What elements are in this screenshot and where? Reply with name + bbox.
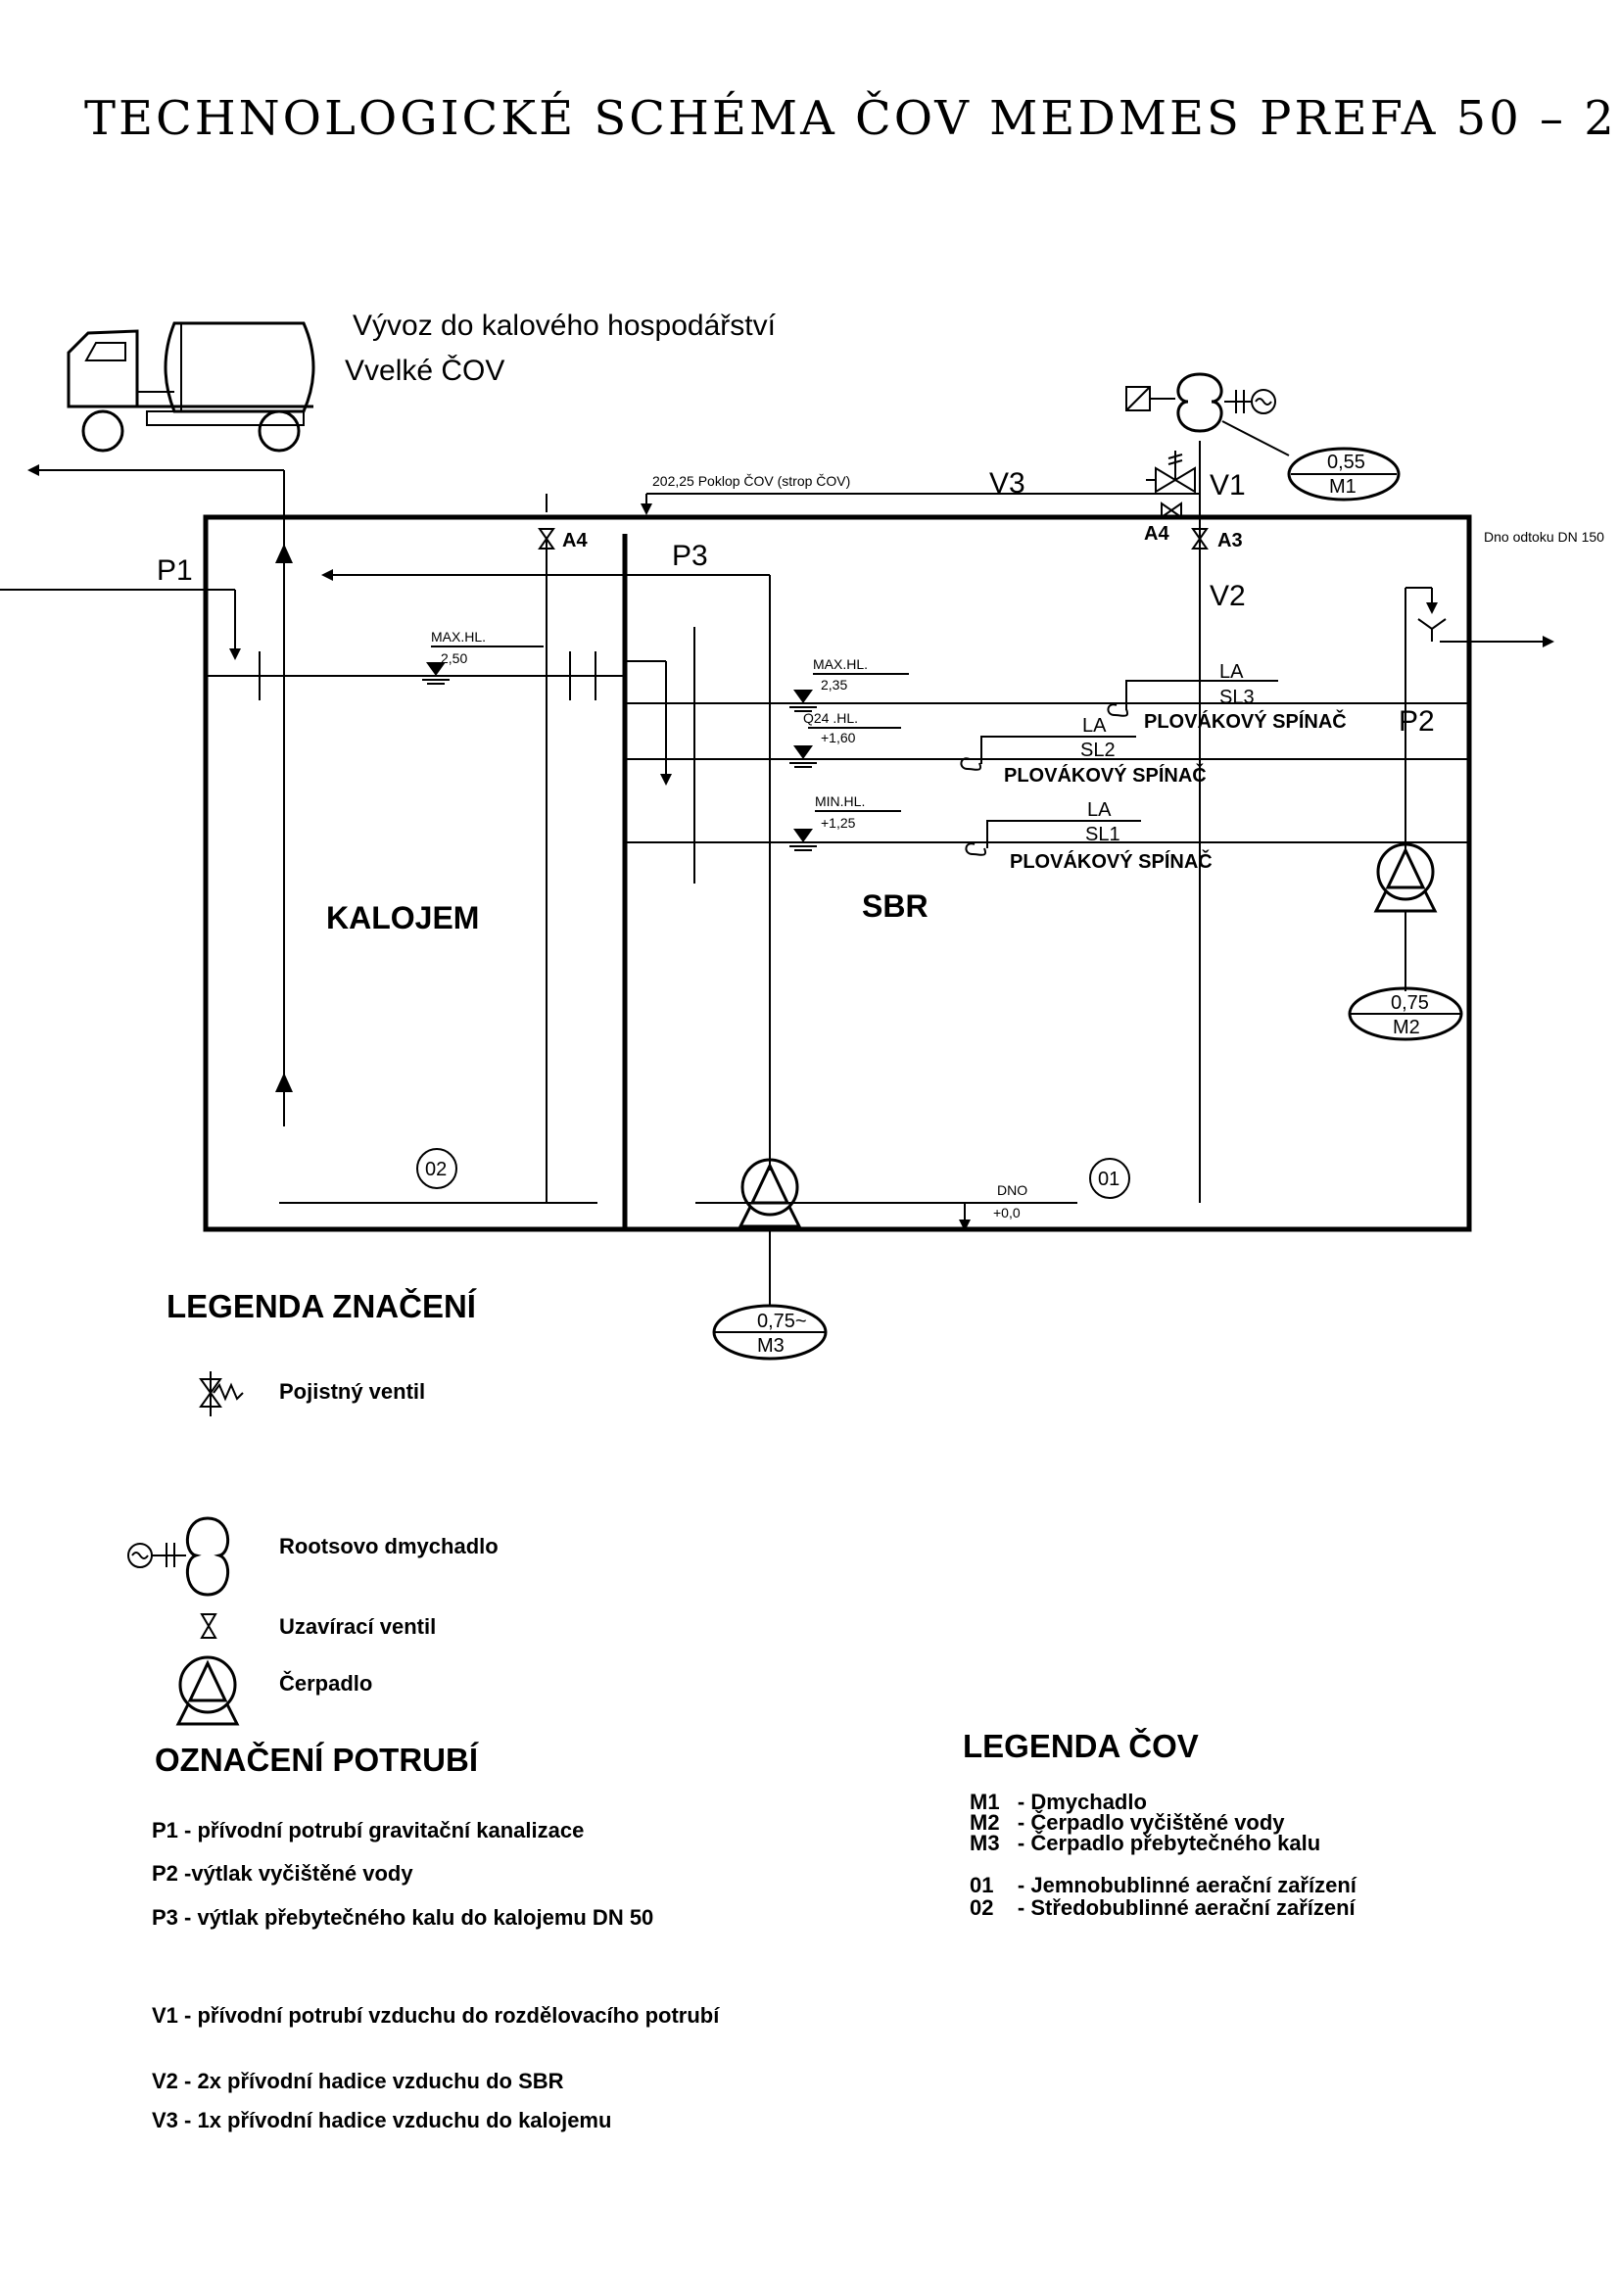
sbr-level-q24-value: +1,60 (821, 730, 856, 745)
sl2-la: LA (1082, 715, 1107, 737)
motor-m3-id: M3 (757, 1335, 785, 1357)
legend-rootsovo-dmychadlo: Rootsovo dmychadlo (279, 1534, 499, 1558)
valve-a4-right-label: A4 (1144, 523, 1169, 545)
pojistny-ventil-icon (199, 1371, 244, 1416)
marker-01 (1089, 1158, 1130, 1199)
roots-blower-icon (1125, 372, 1276, 433)
cerpadlo-icon (176, 1655, 239, 1726)
motor-m1-id: M1 (1329, 476, 1357, 498)
cov-legend-m2: M2 - Čerpadlo vyčištěné vody (970, 1810, 1285, 1835)
sl1-label: SL1 (1085, 824, 1120, 845)
pipes-legend-p2: P2 -výtlak vyčištěné vody (152, 1861, 413, 1886)
page-title: TECHNOLOGICKÉ SCHÉMA ČOV MEDMES PREFA 50… (84, 89, 1619, 146)
motor-m3-power: 0,75~ (757, 1311, 807, 1332)
sl3-text: PLOVÁKOVÝ SPÍNAČ (1144, 709, 1347, 733)
valve-a4-left-label: A4 (562, 530, 588, 551)
pipes-legend-v3: V3 - 1x přívodní hadice vzduchu do kaloj… (152, 2108, 611, 2132)
truck-caption-line1: Vývoz do kalového hospodářství (353, 310, 777, 342)
legend-cerpadlo: Čerpadlo (279, 1671, 372, 1696)
sl2-text: PLOVÁKOVÝ SPÍNAČ (1004, 763, 1207, 787)
float-switch-sl1: LA SL1 PLOVÁKOVÝ SPÍNAČ (965, 799, 1213, 873)
kalojem-level-value: 2,50 (441, 650, 467, 666)
motor-m3: 0,75~ M3 (712, 1304, 828, 1361)
roof-label: 202,25 Poklop ČOV (strop ČOV) (652, 473, 850, 489)
sbr-level-min: MIN.HL. +1,25 (788, 793, 901, 851)
sbr-level-q24: Q24 .HL. +1,60 (788, 710, 901, 768)
pipe-label-p1: P1 (157, 554, 193, 587)
uzaviraci-ventil-icon (200, 1613, 217, 1639)
motor-m1-power: 0,55 (1327, 452, 1365, 473)
sbr-level-max-value: 2,35 (821, 677, 847, 693)
sbr-level-min-name: MIN.HL. (815, 793, 865, 809)
pipe-label-v3: V3 (989, 467, 1025, 500)
float-switch-sl3: LA SL3 PLOVÁKOVÝ SPÍNAČ (1107, 661, 1347, 733)
sl1-la: LA (1087, 799, 1112, 821)
bottom-name: DNO (997, 1182, 1027, 1198)
marker-01-label: 01 (1098, 1169, 1119, 1190)
motor-m1: 0,55 M1 (1287, 447, 1401, 502)
sl3-la: LA (1219, 661, 1244, 683)
pipes-legend-heading: OZNAČENÍ POTRUBÍ (155, 1741, 479, 1778)
outflow-label: Dno odtoku DN 150 (1484, 529, 1604, 545)
pipes-legend-p1: P1 - přívodní potrubí gravitační kanaliz… (152, 1818, 584, 1842)
pipes-legend-v2: V2 - 2x přívodní hadice vzduchu do SBR (152, 2069, 564, 2093)
bottom-value: +0,0 (993, 1205, 1021, 1220)
legend-symbols-heading: LEGENDA ZNAČENÍ (167, 1287, 477, 1324)
cov-legend-m1: M1 - Dmychadlo (970, 1790, 1147, 1814)
sbr-level-min-value: +1,25 (821, 815, 856, 831)
valve-a3-label: A3 (1217, 530, 1243, 551)
legend-pojistny-ventil: Pojistný ventil (279, 1379, 425, 1404)
pipe-label-v2: V2 (1210, 580, 1246, 612)
sl1-text: PLOVÁKOVÝ SPÍNAČ (1010, 849, 1213, 873)
sludge-truck-icon (67, 321, 315, 453)
motor-m2: 0,75 M2 (1348, 986, 1463, 1041)
pipe-label-p2: P2 (1399, 705, 1435, 738)
marker-02-label: 02 (425, 1159, 447, 1180)
up-arrow-bottom (275, 1073, 293, 1092)
motor-m2-power: 0,75 (1391, 992, 1429, 1014)
cov-legend-02: 02 - Středobublinné aerační zařízení (970, 1895, 1357, 1920)
rootsovo-dmychadlo-icon (127, 1516, 230, 1597)
safety-valve-icon (1146, 451, 1196, 494)
up-arrow-top (275, 544, 293, 563)
kalojem-level-marker: MAX.HL. 2,50 (421, 629, 544, 685)
marker-02 (416, 1148, 457, 1189)
sbr-level-max-name: MAX.HL. (813, 656, 868, 672)
legend-uzaviraci-ventil: Uzavírací ventil (279, 1614, 436, 1639)
sl3-label: SL3 (1219, 687, 1255, 708)
float-switch-sl2: LA SL2 PLOVÁKOVÝ SPÍNAČ (960, 715, 1207, 787)
tank-kalojem-label: KALOJEM (326, 900, 479, 935)
kalojem-level-name: MAX.HL. (431, 629, 486, 645)
tank-outline (203, 514, 1472, 1232)
pump-m2-icon (1374, 842, 1437, 913)
tank-sbr-label: SBR (862, 888, 929, 924)
pipes-legend-v1: V1 - přívodní potrubí vzduchu do rozdělo… (152, 2003, 720, 2028)
pipe-label-v1: V1 (1210, 469, 1246, 502)
pipe-label-p3: P3 (672, 540, 708, 572)
cov-legend-heading: LEGENDA ČOV (963, 1727, 1199, 1764)
pipes-legend-p3: P3 - výtlak přebytečného kalu do kalojem… (152, 1905, 653, 1930)
motor-m2-id: M2 (1393, 1017, 1420, 1038)
sbr-level-q24-name: Q24 .HL. (803, 710, 858, 726)
truck-caption-line2: Vvelké ČOV (345, 354, 504, 387)
cov-legend-m3: M3 - Čerpadlo přebytečného kalu (970, 1831, 1320, 1855)
sl2-label: SL2 (1080, 740, 1116, 761)
sbr-level-max: MAX.HL. 2,35 (788, 656, 909, 712)
cov-legend-01: 01 - Jemnobublinné aerační zařízení (970, 1873, 1357, 1897)
